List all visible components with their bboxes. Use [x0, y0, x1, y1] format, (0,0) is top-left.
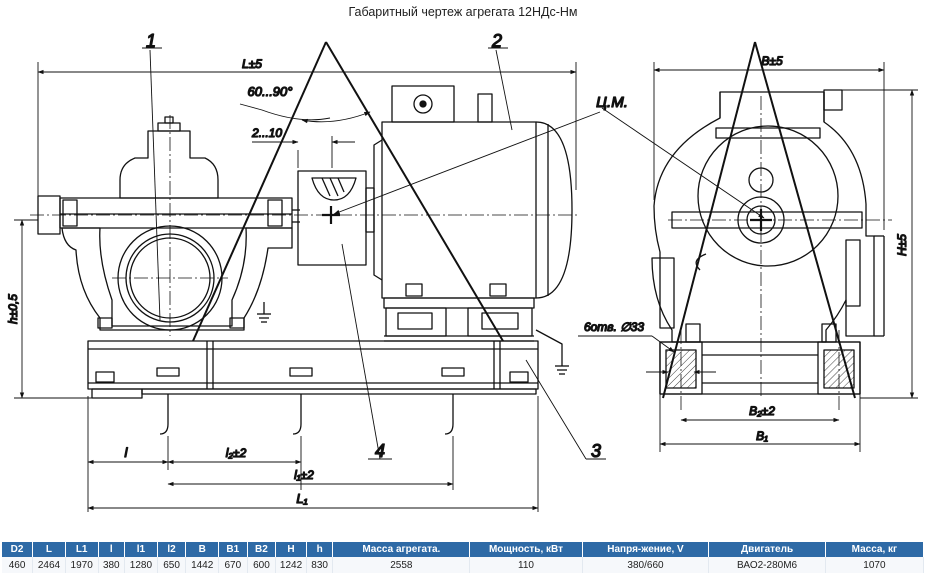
anchor-bolt — [441, 367, 465, 435]
table-cell: 830 — [306, 557, 334, 573]
table-cell: 2558 — [332, 557, 471, 573]
column-header: l — [98, 542, 126, 557]
ground-symbol — [535, 329, 569, 375]
table-cell: 1970 — [65, 557, 99, 573]
dim-H: H±5 — [895, 234, 909, 256]
callout-coupling-guard: 4 — [375, 441, 385, 461]
motor-body — [365, 85, 573, 342]
column-header: H — [275, 542, 307, 557]
pump-body — [37, 116, 293, 331]
frame-bolt — [509, 371, 529, 383]
table-cell: 1242 — [275, 557, 307, 573]
table-cell: 380/660 — [582, 557, 710, 573]
end-center-of-mass-marker — [750, 209, 772, 231]
dim-l: l — [125, 445, 129, 460]
dim-h: h±0,5 — [6, 294, 20, 324]
base-frame — [87, 317, 539, 435]
column-header: B2 — [247, 542, 277, 557]
dim-L: L±5 — [242, 57, 262, 71]
end-view: B±5 H±5 6отв. ∅33 B₂±2 B₁ — [578, 41, 918, 452]
table-cell: 650 — [157, 557, 187, 573]
callout-motor: 2 — [491, 31, 502, 51]
center-of-mass-marker — [322, 206, 340, 224]
table-row: 460 2464 1970 380 1280 650 1442 670 600 … — [2, 557, 925, 573]
column-header: Напря-жение, V — [582, 542, 710, 557]
end-dimension-lines — [578, 62, 918, 452]
dim-B1: B₁ — [756, 429, 768, 443]
column-header: Масса, кг — [825, 542, 925, 557]
dim-l2: l₂±2 — [226, 446, 247, 460]
table-cell: ВАО2-280М6 — [708, 557, 826, 573]
table-cell: 110 — [469, 557, 583, 573]
table-cell: 1442 — [185, 557, 220, 573]
side-view: 1 2 4 3 L±5 60...90° 2...10 Ц.М. h±0,5 l… — [5, 30, 629, 512]
anchor-bolt — [289, 367, 313, 435]
callout-frame: 3 — [591, 441, 601, 461]
dim-B2: B₂±2 — [749, 404, 775, 418]
column-header: Масса агрегата. — [332, 542, 471, 557]
table-cell: 380 — [98, 557, 126, 573]
table-cell: 1280 — [124, 557, 158, 573]
column-header: B1 — [218, 542, 248, 557]
center-of-mass-label: Ц.М. — [596, 94, 628, 111]
drawing-title: Габаритный чертеж агрегата 12НДс-Нм — [348, 5, 578, 19]
dim-L1: L₁ — [296, 491, 307, 506]
column-header: B — [185, 542, 220, 557]
table-header-row: D2 L L1 l l1 l2 B B1 B2 H h Масса агрега… — [2, 542, 925, 557]
table-cell: 670 — [218, 557, 248, 573]
column-header: l2 — [157, 542, 187, 557]
dim-angle: 60...90° — [248, 84, 293, 99]
column-header: l1 — [124, 542, 158, 557]
table-cell: 1070 — [825, 557, 925, 573]
dimension-lines — [14, 62, 577, 512]
column-header: Мощность, кВт — [469, 542, 583, 557]
end-tipping-triangle — [662, 41, 856, 399]
callout-leaders — [142, 47, 606, 460]
dim-gap: 2...10 — [251, 126, 282, 140]
assembly-drawing: 1 2 4 3 L±5 60...90° 2...10 Ц.М. h±0,5 l… — [5, 30, 918, 512]
dim-l1-tol: l₁±2 — [294, 468, 314, 482]
spec-table: D2 L L1 l l1 l2 B B1 B2 H h Масса агрега… — [2, 542, 925, 573]
table-cell: 460 — [2, 557, 34, 573]
coupling-guard — [292, 170, 367, 266]
end-view-frame — [659, 323, 861, 395]
column-header: h — [306, 542, 334, 557]
table-cell: 600 — [247, 557, 277, 573]
center-of-mass-leader — [601, 107, 765, 219]
ground-symbol — [257, 302, 271, 323]
column-header: L — [32, 542, 66, 557]
callout-pump: 1 — [146, 31, 156, 51]
frame-bolt — [95, 371, 115, 383]
column-header: L1 — [65, 542, 99, 557]
center-lines — [30, 115, 580, 336]
column-header: Двигатель — [708, 542, 826, 557]
table-cell: 2464 — [32, 557, 66, 573]
column-header: D2 — [2, 542, 34, 557]
dim-B: B±5 — [761, 54, 783, 68]
dim-holes: 6отв. ∅33 — [584, 320, 644, 334]
tipping-triangle — [192, 41, 504, 342]
anchor-bolt — [156, 367, 180, 435]
